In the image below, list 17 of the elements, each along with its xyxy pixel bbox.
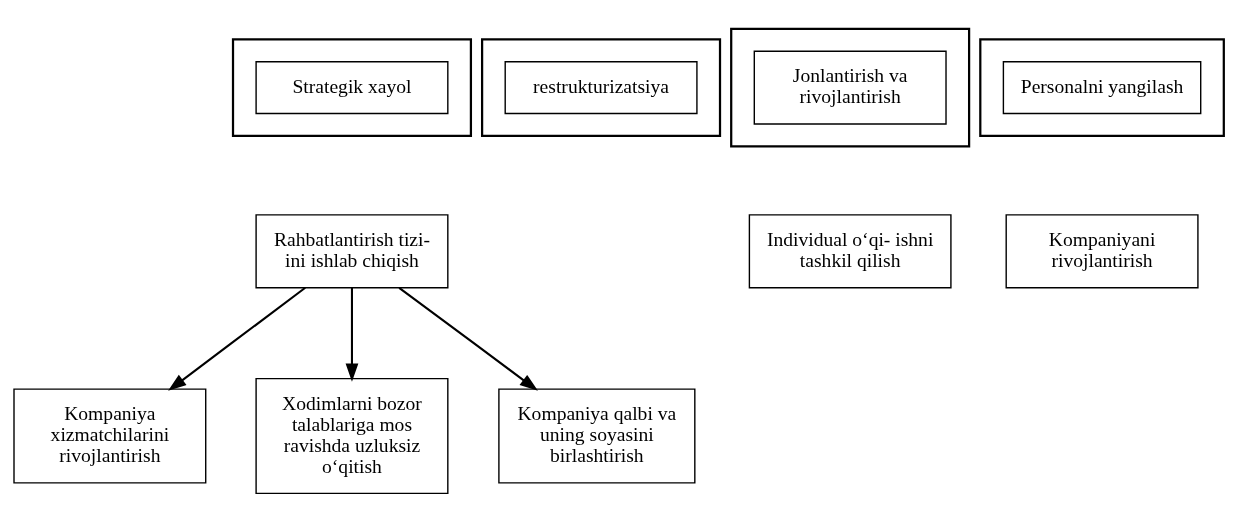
node-box: Individual o‘qi- ishni tashkil qilish bbox=[748, 214, 952, 289]
node-box: Personalni yangilash bbox=[1002, 61, 1202, 115]
node-box: Strategik xayol bbox=[255, 61, 449, 115]
arrow bbox=[168, 286, 306, 391]
node-box: Rahbatlantirish tizi- ini ishlab chiqish bbox=[255, 214, 449, 289]
node-box: restrukturizatsiya bbox=[504, 61, 698, 115]
node-box: Kompaniya qalbi va uning soyasini birlashtirish bbox=[498, 388, 696, 484]
node-box: Jonlantirish va rivojlantirish bbox=[753, 50, 947, 125]
node-box: Xodimlarni bozor talablariga mos ravishda uzluksiz o‘qitish bbox=[255, 377, 449, 495]
cluster bbox=[979, 38, 1225, 137]
cluster bbox=[231, 38, 473, 137]
arrow bbox=[345, 287, 359, 382]
node-box: Kompaniyani rivojlantirish bbox=[1005, 214, 1199, 289]
arrow bbox=[398, 286, 538, 391]
cluster bbox=[481, 38, 722, 137]
node-box: Kompaniya xizmatchilarini rivojlantirish bbox=[13, 388, 207, 484]
cluster bbox=[730, 27, 971, 148]
